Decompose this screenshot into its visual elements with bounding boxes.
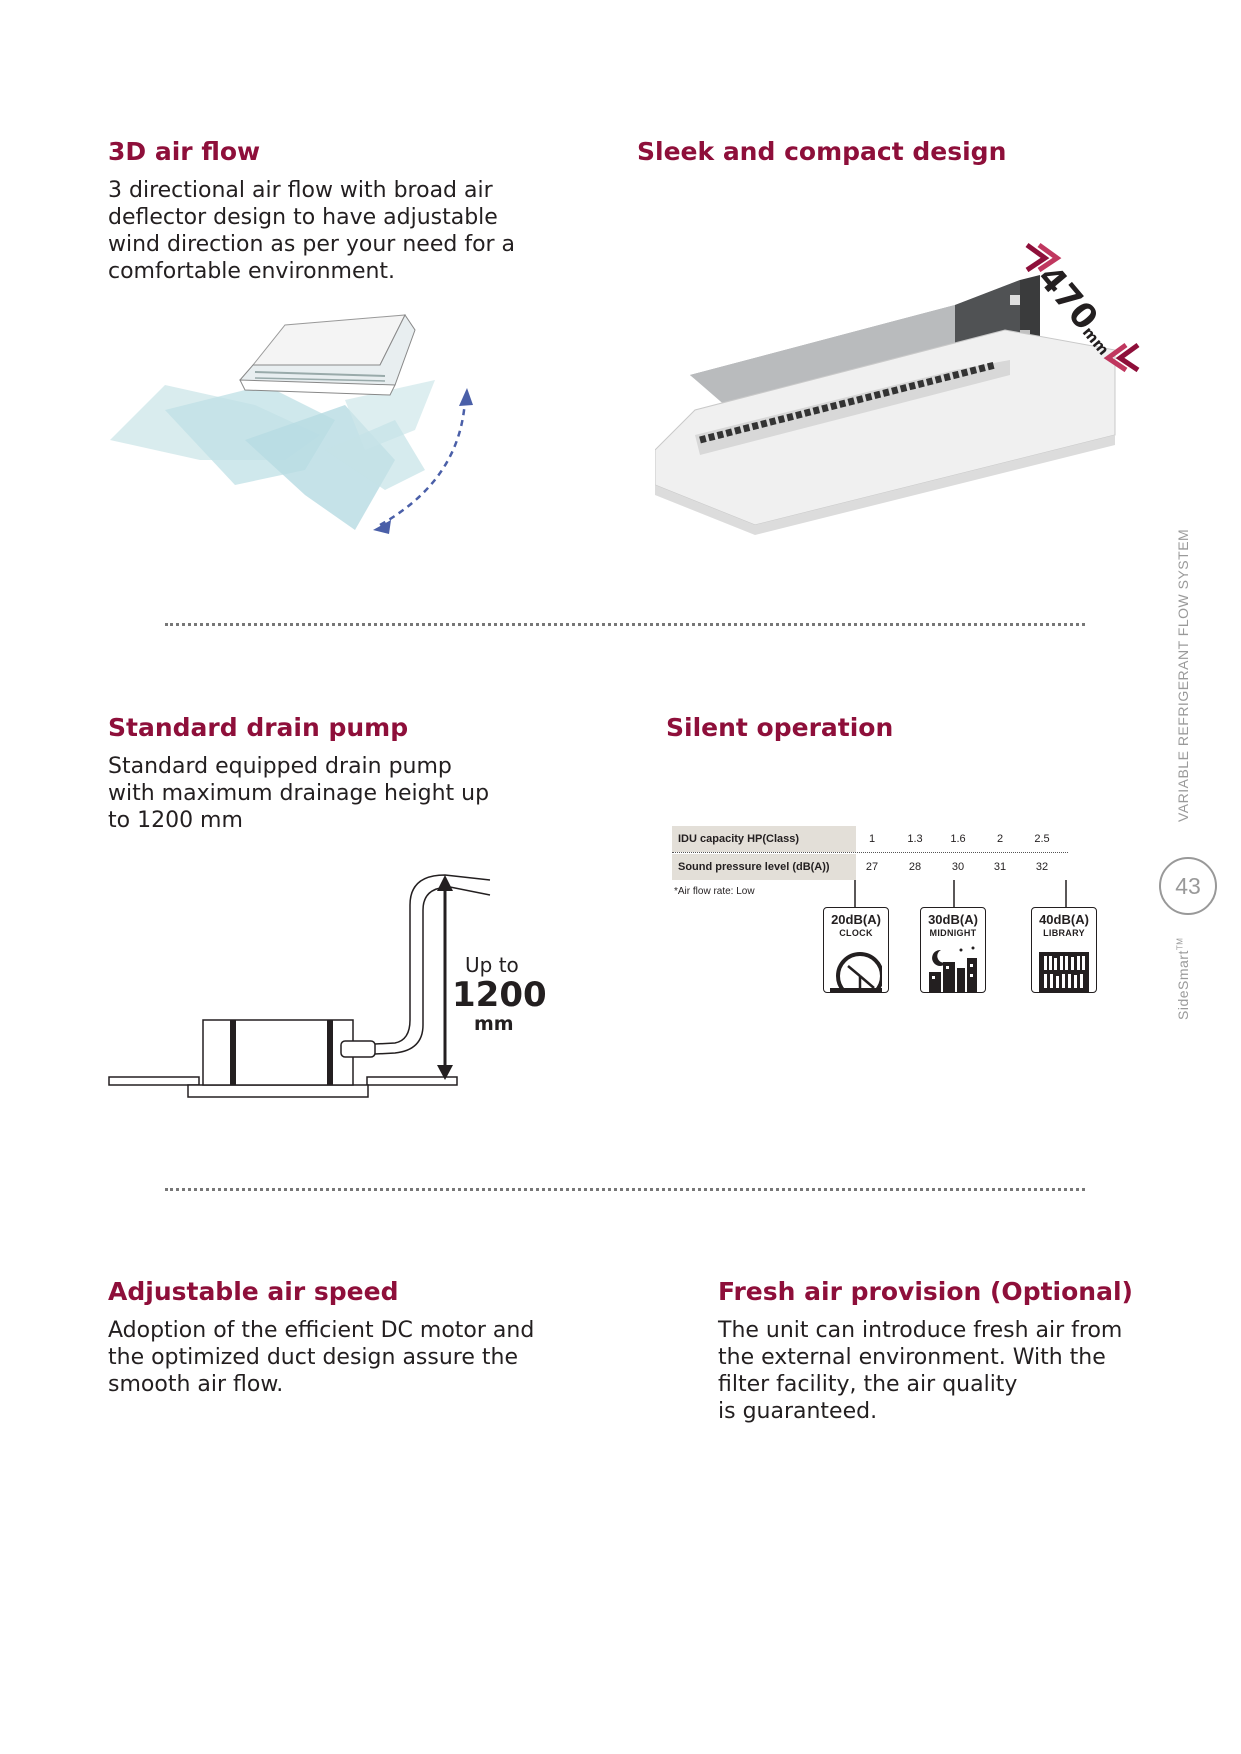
noise-badge-library: 40dB(A) LIBRARY xyxy=(1031,907,1097,993)
dimension-top-arrow-icon xyxy=(1025,242,1062,273)
table-row: IDU capacity HP(Class) 1 1.3 1.6 2 2.5 xyxy=(672,826,1068,853)
night-city-icon xyxy=(929,946,977,992)
table-cell: 2.5 xyxy=(1034,833,1050,845)
badge-db: 30dB(A) xyxy=(928,912,978,927)
table-row-label: IDU capacity HP(Class) xyxy=(672,826,856,852)
table-cell: 32 xyxy=(1035,861,1049,873)
table-cell: 28 xyxy=(908,861,922,873)
speed-title: Adjustable air speed xyxy=(108,1277,399,1306)
table-cell: 1 xyxy=(868,833,876,845)
badge-name: CLOCK xyxy=(839,928,873,938)
table-cell: 1.3 xyxy=(907,833,923,845)
drain-height-unit: mm xyxy=(474,1013,514,1035)
noise-badge-clock: 20dB(A) CLOCK xyxy=(823,907,889,993)
table-note: *Air flow rate: Low xyxy=(674,886,755,897)
table-cell: 31 xyxy=(993,861,1007,873)
badge-connectors xyxy=(854,880,1067,908)
table-row: Sound pressure level (dB(A)) 27 28 30 31… xyxy=(672,854,1068,880)
dimension-bottom-arrow-icon xyxy=(1103,342,1140,373)
section-divider xyxy=(165,1188,1085,1191)
table-row-label: Sound pressure level (dB(A)) xyxy=(672,854,856,880)
brand-trademark: TM xyxy=(1175,937,1185,951)
table-cell: 27 xyxy=(865,861,879,873)
drain-upto-label: Up to xyxy=(465,953,519,977)
table-cell: 2 xyxy=(996,833,1004,845)
page-number: 43 xyxy=(1159,857,1217,915)
sound-table: IDU capacity HP(Class) 1 1.3 1.6 2 2.5 S… xyxy=(672,826,1072,906)
airflow-description: 3 directional air flow with broad air de… xyxy=(108,178,516,284)
table-cell: 1.6 xyxy=(950,833,966,845)
fresh-title: Fresh air provision (Optional) xyxy=(718,1277,1133,1306)
drain-description: Standard equipped drain pump with maximu… xyxy=(108,754,490,833)
brand-name: SideSmart xyxy=(1175,950,1191,1020)
badge-name: LIBRARY xyxy=(1043,928,1085,938)
sidebar-brand: SideSmartTM xyxy=(1175,938,1191,1020)
silent-title: Silent operation xyxy=(666,713,894,742)
drain-pump-diagram xyxy=(108,874,491,1098)
airflow-title: 3D air flow xyxy=(108,137,261,166)
airflow-illustration xyxy=(110,314,473,534)
badge-db: 20dB(A) xyxy=(831,912,881,927)
badge-name: MIDNIGHT xyxy=(929,928,977,938)
library-icon xyxy=(1039,952,1089,992)
sidebar-category: VARIABLE REFRIGERANT FLOW SYSTEM xyxy=(1175,528,1191,822)
section-divider xyxy=(165,623,1085,626)
compact-title: Sleek and compact design xyxy=(637,137,1007,166)
fresh-description: The unit can introduce fresh air from th… xyxy=(718,1318,1123,1424)
drain-title: Standard drain pump xyxy=(108,713,409,742)
indoor-unit-illustration xyxy=(655,275,1116,535)
drain-height-value: 1200 xyxy=(452,975,547,1015)
clock-icon xyxy=(830,952,882,992)
noise-badge-midnight: 30dB(A) MIDNIGHT xyxy=(920,907,986,993)
speed-description: Adoption of the efficient DC motor and t… xyxy=(108,1318,535,1397)
badge-db: 40dB(A) xyxy=(1039,912,1089,927)
table-cell: 30 xyxy=(951,861,965,873)
